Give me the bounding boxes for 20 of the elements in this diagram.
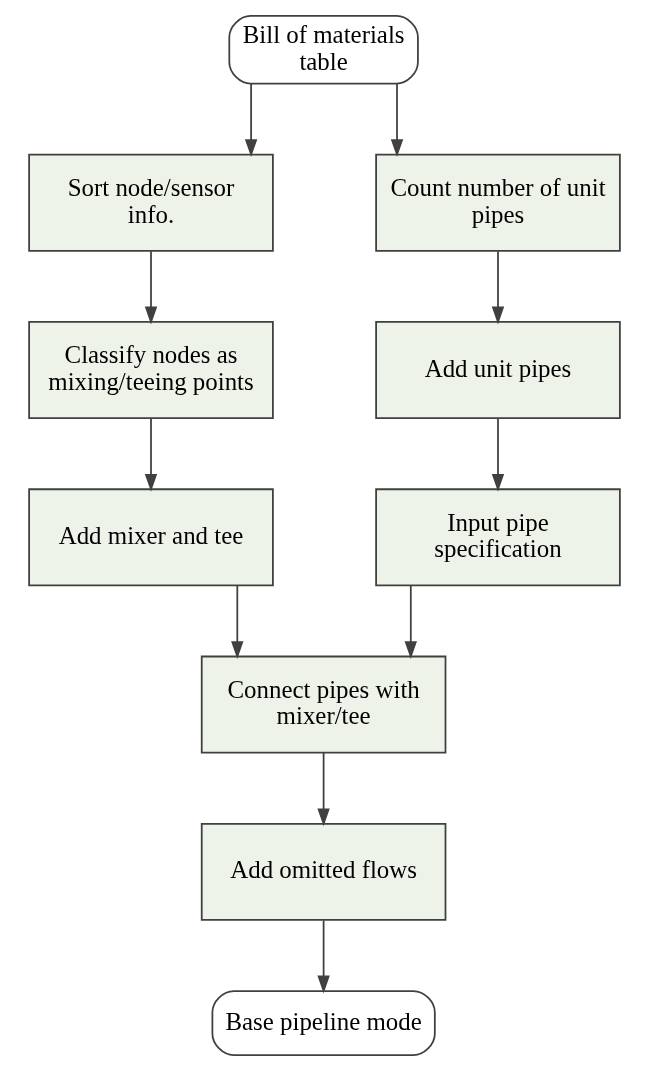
node-box: Connect pipes with mixer/tee bbox=[200, 655, 446, 754]
node-box: Add unit pipes bbox=[374, 321, 621, 419]
arrow bbox=[244, 82, 257, 158]
arrow bbox=[144, 417, 157, 492]
node-box: Sort node/sensor info. bbox=[27, 153, 274, 252]
node-box: Count number of unit pipes bbox=[374, 153, 621, 252]
arrow bbox=[316, 752, 330, 827]
node-box: Add omitted flows bbox=[200, 822, 446, 921]
arrow bbox=[144, 250, 157, 325]
arrow bbox=[491, 417, 504, 492]
node-box: Input pipe specification bbox=[374, 488, 621, 587]
arrow bbox=[316, 919, 330, 994]
arrow bbox=[230, 584, 244, 659]
node-box: Add mixer and tee bbox=[27, 488, 274, 587]
arrow bbox=[390, 82, 403, 158]
arrow bbox=[491, 250, 504, 325]
node-box: Base pipeline mode bbox=[211, 990, 436, 1056]
arrow bbox=[404, 584, 417, 659]
node-box: Bill of materials table bbox=[227, 15, 419, 85]
node-box: Classify nodes as mixing/teeing points bbox=[27, 321, 274, 419]
